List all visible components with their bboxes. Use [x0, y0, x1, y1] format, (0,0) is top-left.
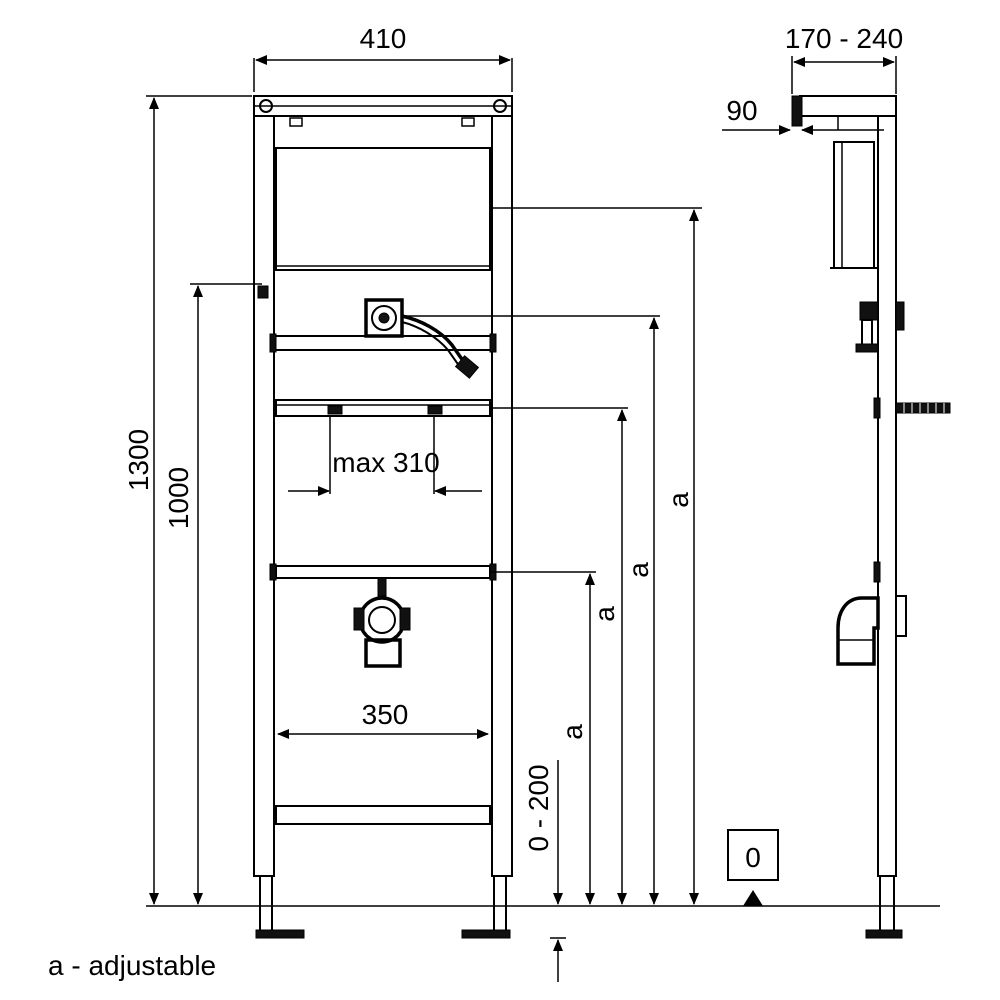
floor-reference-label: 0: [745, 842, 761, 873]
side-frame: [791, 95, 951, 939]
legend-text: a - adjustable: [48, 950, 216, 981]
foot-adjust-label: 0 - 200: [523, 764, 554, 851]
left-post: [253, 115, 275, 877]
side-valve: [855, 301, 905, 353]
outlet-spacing-label: 350: [362, 699, 409, 730]
side-foot: [879, 875, 895, 933]
adjustable-marker-3: a: [589, 606, 620, 622]
adjustable-marker-4: a: [557, 724, 588, 740]
lower-crossbar: [275, 565, 491, 579]
width-dimension-label: 410: [360, 23, 407, 54]
left-foot: [259, 875, 273, 933]
valve-crossbar: [273, 335, 493, 351]
top-left-bolt: [259, 99, 273, 113]
right-post: [491, 115, 513, 877]
flush-valve: [364, 298, 480, 379]
inlet-spacing-label: max 310: [332, 447, 439, 478]
side-panel: [833, 141, 875, 269]
floor-reference-box: [727, 829, 779, 881]
side-top-bracket: [799, 95, 897, 117]
inlet-crossbar: [275, 399, 491, 417]
adjustable-marker-1: a: [663, 492, 694, 508]
adjustable-marker-2: a: [623, 562, 654, 578]
depth-dimension-label: 170 - 240: [785, 23, 903, 54]
floor-reference-arrow: [743, 890, 763, 906]
side-post: [877, 115, 897, 877]
front-frame: [253, 95, 513, 939]
side-outlet-elbow: [836, 595, 907, 666]
threaded-rod: [895, 402, 951, 414]
offset-dimension-label: 90: [726, 95, 757, 126]
top-right-bolt: [493, 99, 507, 113]
outlet-fitting: [353, 577, 411, 668]
upper-panel: [275, 147, 491, 271]
right-foot: [493, 875, 507, 933]
front-dimensions: 410 1300 1000 max 310 350 a a a a: [123, 23, 940, 982]
side-dimensions: 170 - 240 90 0: [722, 23, 903, 906]
bottom-crossbar: [275, 805, 491, 825]
height-dimension-label: 1300: [123, 429, 154, 491]
pipe-height-dimension-label: 1000: [163, 467, 194, 529]
